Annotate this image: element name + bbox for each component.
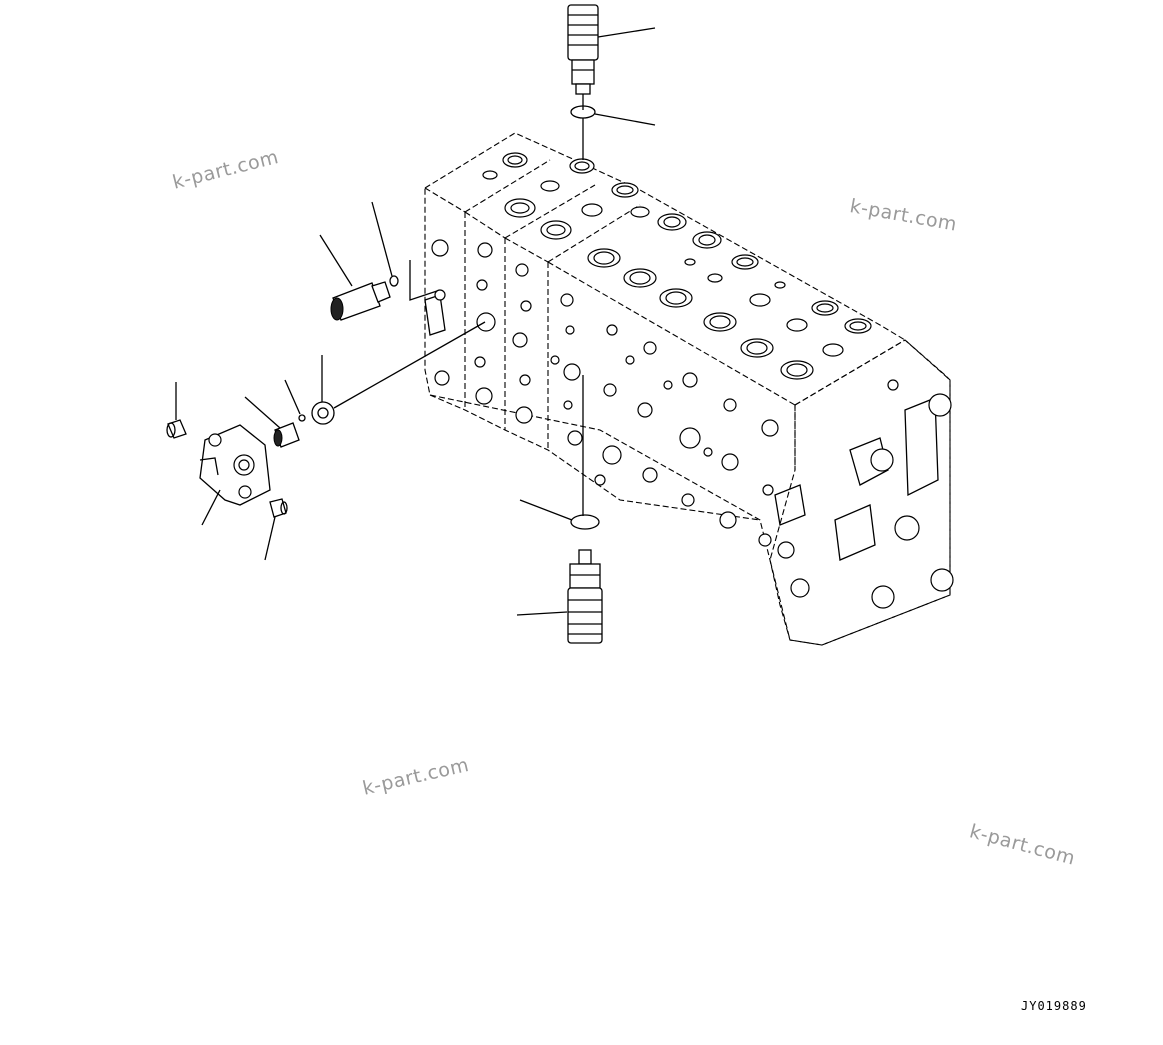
- front-ports: [431, 239, 779, 547]
- bottom-relief-valve: [567, 549, 603, 644]
- drawing-code: JY019889: [1021, 999, 1087, 1013]
- top-o-ring: [570, 105, 596, 160]
- upper-bolt: [166, 419, 187, 439]
- plug-cartridge: [330, 275, 399, 321]
- leader-lines: [175, 27, 656, 616]
- cover-block: [199, 424, 271, 506]
- spacer-ring: [311, 321, 486, 425]
- control-valve-body: [409, 132, 951, 646]
- orifice-plug: [273, 422, 300, 448]
- top-relief-valve: [567, 4, 599, 110]
- lower-bolt: [269, 498, 288, 518]
- top-ports: [482, 152, 872, 380]
- bottom-o-ring: [570, 375, 600, 530]
- end-block-bosses: [777, 379, 954, 609]
- small-ball: [298, 414, 306, 422]
